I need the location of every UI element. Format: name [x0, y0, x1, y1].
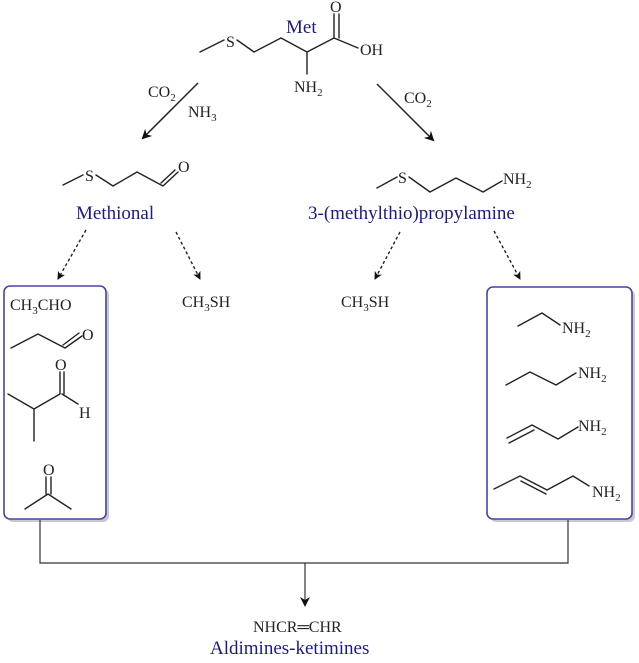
- reagent-co2-right: CO2: [404, 90, 432, 110]
- reagent-nh3: NH3: [188, 104, 217, 124]
- methanethiol-right: CH3SH: [341, 294, 390, 314]
- methional-sulfur: S: [85, 168, 94, 185]
- dashed-arrow-to-carbonyls: [57, 229, 87, 280]
- dashed-arrow-to-ch3sh-right: [374, 231, 401, 280]
- acetaldehyde: CH3CHO: [10, 297, 72, 317]
- crotylamine-bond: [493, 475, 590, 495]
- acetone-bond: [24, 476, 72, 510]
- propanal-bond: [10, 332, 83, 349]
- allylamine-amine: NH2: [578, 418, 607, 438]
- mtpa-structure: S NH2 3-(methylthio)propylamine: [308, 170, 532, 224]
- methional-label: Methional: [76, 203, 154, 224]
- propylamine-bond: [505, 371, 577, 386]
- carbonyl-products-box: CH3CHO O O H O: [3, 285, 109, 522]
- ethylamine-bond: [517, 312, 561, 327]
- met-carbonyl-oxygen: O: [330, 0, 342, 16]
- methanethiol-left: CH3SH: [182, 294, 231, 314]
- propylamine-amine: NH2: [578, 365, 607, 385]
- right-box-frame: [486, 286, 633, 520]
- mtpa-bond: [376, 176, 503, 193]
- mtpa-label: 3-(methylthio)propylamine: [308, 203, 515, 224]
- methional-bond: [62, 169, 179, 187]
- product-label: Aldimines-ketimines: [210, 638, 369, 659]
- propanal-oxygen: O: [82, 327, 94, 344]
- amine-products-box: NH2 NH2 NH2 NH2: [486, 286, 635, 522]
- met-amine: NH2: [294, 79, 323, 99]
- mtpa-sulfur: S: [398, 170, 407, 187]
- allylamine-bond: [506, 424, 579, 444]
- arrow-left-main: [141, 82, 199, 140]
- crotylamine-amine: NH2: [592, 484, 621, 504]
- methional-oxygen: O: [178, 159, 190, 176]
- ethylamine-amine: NH2: [562, 320, 591, 340]
- isobutanal-hydrogen: H: [79, 405, 91, 422]
- methional-structure: S O Methional: [62, 159, 190, 224]
- met-sulfur: S: [226, 34, 235, 51]
- decarboxylation-deamination-arrow: CO2 NH3: [141, 82, 217, 140]
- decarboxylation-arrow: CO2: [376, 83, 435, 142]
- reagent-co2-left: CO2: [148, 84, 176, 104]
- met-hydroxyl: OH: [360, 42, 384, 59]
- left-box-frame: [3, 285, 107, 520]
- arrow-right-main: [376, 83, 435, 142]
- met-bond: [199, 13, 359, 75]
- dashed-arrow-to-amines: [493, 230, 521, 280]
- isobutanal-bond: [7, 371, 79, 442]
- methionine-structure: S O OH NH2 Met: [199, 0, 384, 99]
- isobutanal-oxygen: O: [55, 357, 67, 374]
- acetone-oxygen: O: [43, 462, 55, 479]
- dashed-arrow-to-ch3sh-left: [175, 231, 201, 280]
- met-label: Met: [286, 17, 317, 38]
- merge-connector: [39, 520, 569, 564]
- mtpa-amine: NH2: [503, 171, 532, 191]
- product-formula: NHCR═CHR: [253, 619, 342, 636]
